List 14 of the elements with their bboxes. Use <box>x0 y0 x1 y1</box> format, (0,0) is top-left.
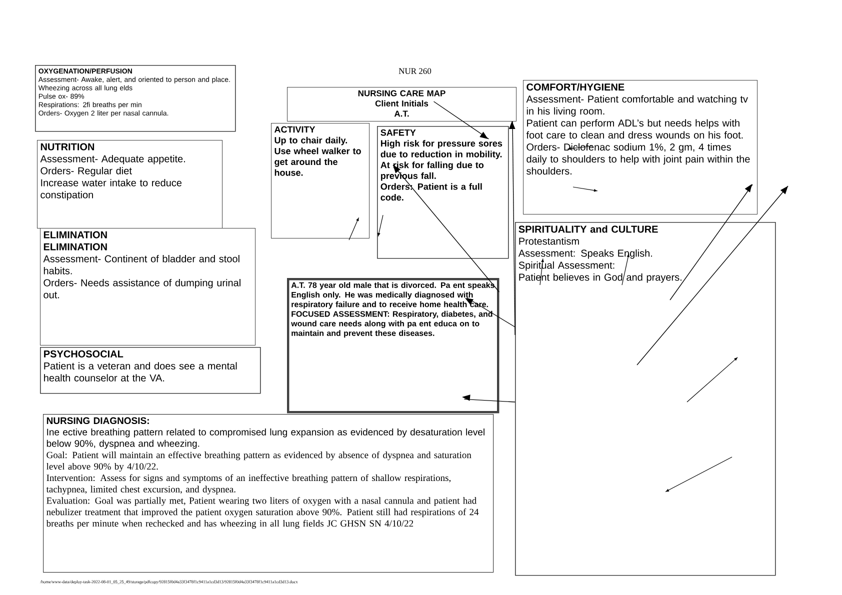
title-box: NURSING CARE MAP Client Initials A.T. <box>287 87 516 122</box>
arrow <box>670 184 753 300</box>
text-box: PSYCHOSOCIAL Patient is a veteran and does see a mental health counselor at the VA. <box>40 347 261 394</box>
arrow <box>392 164 500 292</box>
page-title: NUR 260 <box>398 68 432 74</box>
arrow <box>508 121 516 336</box>
text-box: NUTRITION Assessment- Adequate appetite. Orders- Regular diet Increase water intake to reduce constipation <box>37 140 222 228</box>
arrow <box>462 394 516 402</box>
arrow <box>433 101 490 140</box>
text-box: NURSING DIAGNOSIS: Ine ective breathing pattern related to compromised lung expansion as evidenced by desaturation level below 90%, dyspnea and wheezing. Goal: Patient will maintain an effective breathing pattern as evidenced by absence of dyspnea and saturation level above 90% by 4/10/22. Intervention: Assess for signs and symptoms of an ineffective breathing pattern of shallow respirations, tachypnea, limited chest excursion, and dyspnea. Evaluation: Goal was partially met, Patient wearing two liters of oxygen with a nasal cannula and patient had nebulizer treatment that improved the patient oxygen saturation above 90%. Patient still had respirations of 24 breaths per minute when rechecked and has wheezing in all lung fields JC GHSN SN 4/10/22 <box>43 414 494 573</box>
text-box: ACTIVITY Up to chair daily. Use wheel walker to get around the house. <box>271 123 370 238</box>
text-box: COMFORT/HYGIENE Assessment- Patient comfortable and watching tv in his living room. Patient can perform ADL’s but needs helps with foot care to clean and dress wounds on his foot. Orders- Diclofenac sodium 1%, 2 gm, 4 times daily to shoulders to help with joint pain within the shoulders. <box>523 80 758 214</box>
arrow <box>465 298 516 328</box>
text-box: ELIMINATION ELIMINATION Assessment- Continent of bladder and stool habits. Orders- Needs assistance of dumping urinal out. <box>40 228 256 346</box>
